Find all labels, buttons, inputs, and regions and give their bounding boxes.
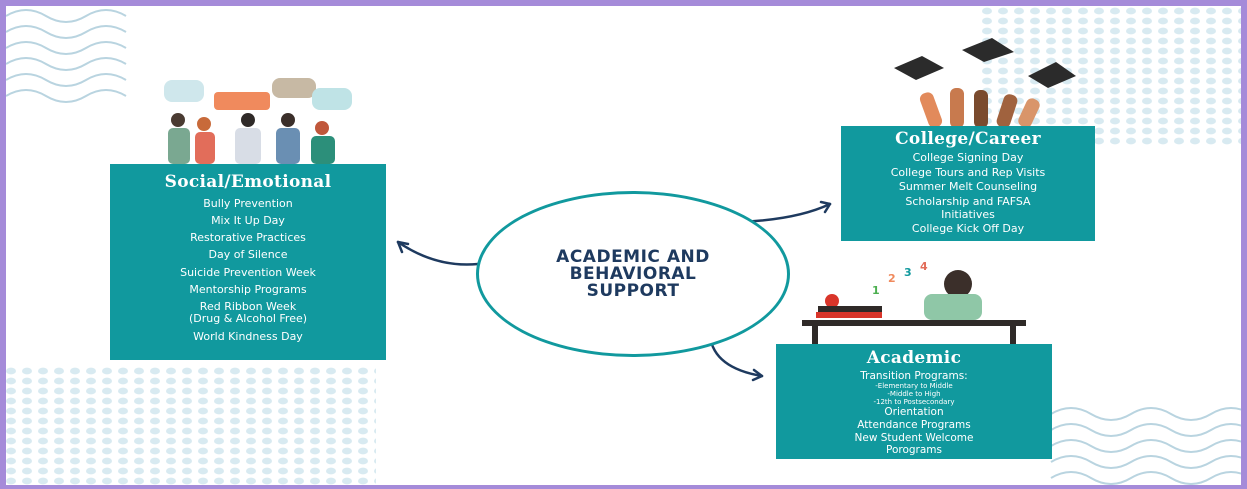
list-item: Scholarship and FAFSA xyxy=(905,194,1031,208)
list-item: Initiatives xyxy=(941,207,995,221)
dot-pattern-bottom-left xyxy=(6,366,376,485)
number-label: 3 xyxy=(904,266,912,279)
apple-icon xyxy=(825,294,839,308)
student-head xyxy=(944,270,972,298)
speech-bubble-icon xyxy=(272,78,316,98)
list-item: Attendance Programs xyxy=(857,419,971,432)
student-desk-illustration: 1 2 3 4 xyxy=(802,260,1026,344)
desk-icon xyxy=(802,320,1026,326)
speech-bubble-icon xyxy=(164,80,204,102)
people-talking-illustration xyxy=(164,78,352,164)
center-title-line: ACADEMIC AND xyxy=(556,246,710,267)
speech-bubble-icon xyxy=(312,88,352,110)
wave-lines-bottom-right xyxy=(1050,407,1241,485)
list-item: Porograms xyxy=(885,444,942,457)
speech-bubble-icon xyxy=(214,92,270,110)
list-item: Mentorship Programs xyxy=(189,282,307,296)
center-topic: ACADEMIC AND BEHAVIORAL SUPPORT xyxy=(476,191,790,357)
transition-item: -Middle to High xyxy=(887,390,941,399)
person-icons xyxy=(168,113,335,164)
panel-title: College/Career xyxy=(895,129,1041,149)
social-emotional-panel: Social/Emotional Bully Prevention Mix It… xyxy=(110,164,386,360)
graduation-illustration xyxy=(894,38,1076,128)
list-item: Restorative Practices xyxy=(190,231,306,245)
number-label: 2 xyxy=(888,272,896,285)
transition-title: Transition Programs: xyxy=(860,370,968,382)
college-career-panel: College/Career College Signing Day Colle… xyxy=(841,126,1095,241)
student-body xyxy=(924,294,982,320)
panel-title: Social/Emotional xyxy=(164,172,332,192)
list-item: (Drug & Alcohol Free) xyxy=(188,312,308,326)
list-item: New Student Welcome xyxy=(854,432,974,445)
list-item: Day of Silence xyxy=(208,248,288,262)
book-stack-icon xyxy=(818,306,882,312)
list-item: College Signing Day xyxy=(912,151,1024,164)
number-label: 1 xyxy=(872,284,880,297)
list-item: College Kick Off Day xyxy=(911,222,1025,236)
transition-item: -Elementary to Middle xyxy=(875,382,953,391)
center-title-line: BEHAVIORAL xyxy=(569,263,697,284)
panel-title: Academic xyxy=(866,348,962,368)
list-item: Orientation xyxy=(884,406,944,419)
transition-item: -12th to Postsecondary xyxy=(873,398,955,407)
center-title-line: SUPPORT xyxy=(586,280,680,301)
list-item: College Tours and Rep Visits xyxy=(890,165,1046,179)
wave-lines-top-left xyxy=(6,9,127,103)
raised-hands xyxy=(919,88,1040,128)
list-item: Mix It Up Day xyxy=(211,214,285,228)
list-item: Red Ribbon Week xyxy=(199,299,297,313)
list-item: Suicide Prevention Week xyxy=(180,265,316,279)
academic-panel: Academic Transition Programs: -Elementar… xyxy=(776,344,1052,459)
number-label: 4 xyxy=(920,260,928,273)
arrow-to-social xyxy=(396,240,480,266)
list-item: Bully Prevention xyxy=(203,197,293,210)
list-item: Summer Melt Counseling xyxy=(898,180,1038,194)
background-decoration xyxy=(6,6,1241,485)
graduation-cap-icon xyxy=(894,38,1076,88)
list-item: World Kindness Day xyxy=(193,329,303,343)
